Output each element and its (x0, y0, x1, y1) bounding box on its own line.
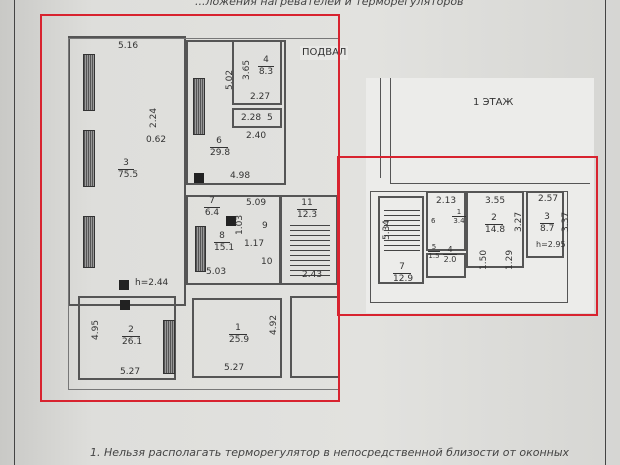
thermostat-icon (119, 280, 129, 290)
dimension-label: 2.57 (538, 194, 559, 204)
dimension-label: 5.27 (224, 363, 245, 373)
dimension-label: 5.03 (206, 267, 227, 277)
dimension-label: 1.17 (244, 239, 265, 249)
dimension-label: h=2.44 (135, 278, 169, 288)
floor1-title: 1 ЭТАЖ (473, 97, 514, 108)
thermostat-icon (194, 173, 204, 183)
dimension-label: 5.09 (246, 198, 267, 208)
dimension-label: 5.16 (118, 41, 139, 51)
dimension-label: 3.55 (485, 196, 506, 206)
dimension-label: 2.27 (250, 92, 271, 102)
thermostat-icon (120, 300, 130, 310)
thermostat-icon (226, 216, 236, 226)
radiator-icon (83, 130, 95, 187)
basement-highlight-frame (40, 14, 340, 402)
floor1-highlight-frame (337, 156, 598, 316)
radiator-icon (193, 78, 205, 135)
dimension-label: 9 (262, 221, 268, 231)
paper-edge (14, 0, 15, 465)
radiator-icon (163, 320, 175, 374)
basement-title: ПОДВАЛ (300, 46, 349, 60)
header-text: ...ложения нагревателей и терморегулятор… (195, 0, 464, 8)
room-number: 6 (431, 217, 436, 225)
dimension-label: 2.13 (436, 196, 457, 206)
dimension-label: 5 (267, 113, 273, 123)
footer-note: 1. Нельзя располагать терморегулятор в н… (90, 446, 570, 459)
dimension-label: h=2.95 (536, 240, 566, 249)
dimension-label: 2.43 (302, 270, 323, 280)
radiator-icon (83, 54, 95, 111)
dimension-label: 4.98 (230, 171, 251, 181)
paper-edge (605, 0, 606, 465)
dimension-label: 0.62 (146, 135, 167, 145)
dimension-label: 2.28 (241, 113, 262, 123)
radiator-icon (83, 216, 95, 268)
radiator-icon (195, 226, 206, 272)
dimension-label: 5.27 (120, 367, 141, 377)
dimension-label: 10 (261, 257, 273, 267)
dimension-label: 2.40 (246, 131, 267, 141)
